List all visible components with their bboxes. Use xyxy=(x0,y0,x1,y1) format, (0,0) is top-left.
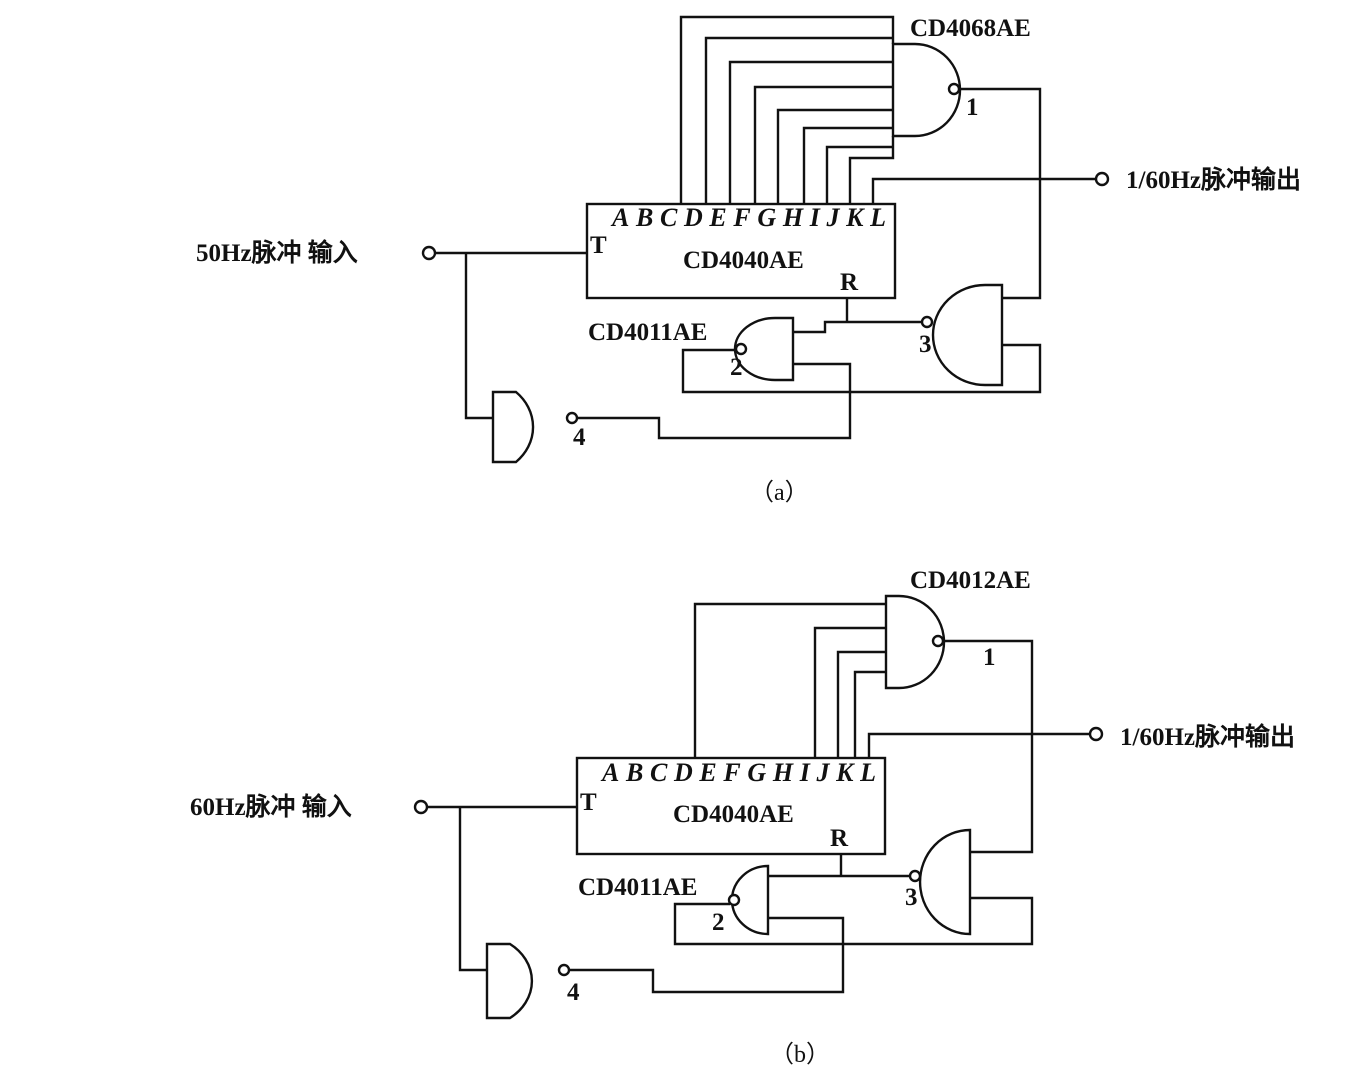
wire-clock-to-gate4-a xyxy=(464,253,493,420)
output-terminal-a xyxy=(1094,171,1110,187)
clock-pin-label-a: T xyxy=(590,232,607,259)
gate1-b xyxy=(884,594,946,690)
gate1-number-b: 1 xyxy=(983,644,996,671)
gate2-number-b: 2 xyxy=(712,909,725,936)
output-label-a: 1/60Hz脉冲输出 xyxy=(1126,165,1301,194)
wire-pin-b-j xyxy=(836,650,886,758)
gate4-number-a: 4 xyxy=(573,424,586,451)
caption-a: （a） xyxy=(750,480,809,506)
reset-pin-label-a: R xyxy=(840,269,859,296)
wire-gate3-out-a xyxy=(793,320,922,334)
wire-gate3-feedback-b xyxy=(673,896,1034,946)
gate2-bubble-a xyxy=(734,342,748,356)
wire-pin-c xyxy=(728,60,893,204)
gate2-number-a: 2 xyxy=(730,354,743,381)
nand-ic-b: CD4011AE xyxy=(578,874,697,901)
gate2-bubble-b xyxy=(727,893,741,907)
wire-pin-h xyxy=(848,136,895,204)
gate1-number-a: 1 xyxy=(966,94,979,121)
gate4-a xyxy=(491,390,535,464)
wire-gate2-gate4-b xyxy=(569,916,845,994)
gate1-bubble-b xyxy=(931,634,945,648)
output-terminal-b xyxy=(1088,726,1104,742)
counter-name-b: CD4040AE xyxy=(673,801,794,828)
gate1-a xyxy=(891,42,962,138)
counter-name-a: CD4040AE xyxy=(683,247,804,274)
gate3-number-b: 3 xyxy=(905,884,918,911)
and-gate-ic-b: CD4012AE xyxy=(910,567,1031,594)
gate3-a xyxy=(931,283,1004,387)
wire-clock-to-gate4-b xyxy=(458,807,487,972)
clock-pin-label-b: T xyxy=(580,789,597,816)
gate4-b xyxy=(485,942,534,1020)
gate4-number-b: 4 xyxy=(567,979,580,1006)
wire-pin-f xyxy=(802,126,893,204)
wire-output-b xyxy=(867,732,1090,758)
nand-ic-a: CD4011AE xyxy=(588,319,707,346)
gate3-bubble-a xyxy=(920,315,934,329)
wire-gate1-out-a xyxy=(959,87,1042,300)
wire-pin-a xyxy=(679,15,895,204)
reset-pin-label-b: R xyxy=(830,825,849,852)
diagram-b: ABCDEFGHIJKL CD4040AE T R 60Hz脉冲 输入 CD40… xyxy=(190,567,1295,1068)
wire-gate1-out-b xyxy=(943,639,1034,854)
wire-pin-b-k xyxy=(853,670,886,758)
input-terminal-b xyxy=(413,799,429,815)
output-label-b: 1/60Hz脉冲输出 xyxy=(1120,722,1295,751)
counter-pins-a: ABCDEFGHIJKL xyxy=(610,203,887,232)
caption-b: （b） xyxy=(770,1042,830,1068)
wire-output-a xyxy=(871,177,1096,204)
diagram-a: ABCDEFGHIJKL CD4040AE T R 50Hz脉冲 输入 CD40… xyxy=(196,15,1301,506)
wire-pin-d xyxy=(753,85,893,204)
gate3-bubble-b xyxy=(908,869,922,883)
gate3-number-a: 3 xyxy=(919,331,932,358)
wire-gate3-feedback-a xyxy=(681,343,1042,394)
wire-pin-e xyxy=(776,108,893,204)
wire-gate2-gate4-a xyxy=(577,362,852,440)
gate4-bubble-a xyxy=(565,411,579,425)
gate3-b xyxy=(918,828,972,936)
and-gate-ic-a: CD4068AE xyxy=(910,15,1031,42)
wire-pin-b-i xyxy=(813,626,886,758)
input-terminal-a xyxy=(421,245,437,261)
input-label-b: 60Hz脉冲 输入 xyxy=(190,792,352,821)
counter-pins-b: ABCDEFGHIJKL xyxy=(600,758,877,787)
wire-pin-b-e xyxy=(693,602,886,758)
input-label-a: 50Hz脉冲 输入 xyxy=(196,238,358,267)
wire-pin-b xyxy=(704,36,893,204)
gate4-bubble-b xyxy=(557,963,571,977)
gate1-bubble-a xyxy=(947,82,961,96)
counter-chip-a xyxy=(585,202,897,300)
wire-pin-g xyxy=(825,145,893,204)
